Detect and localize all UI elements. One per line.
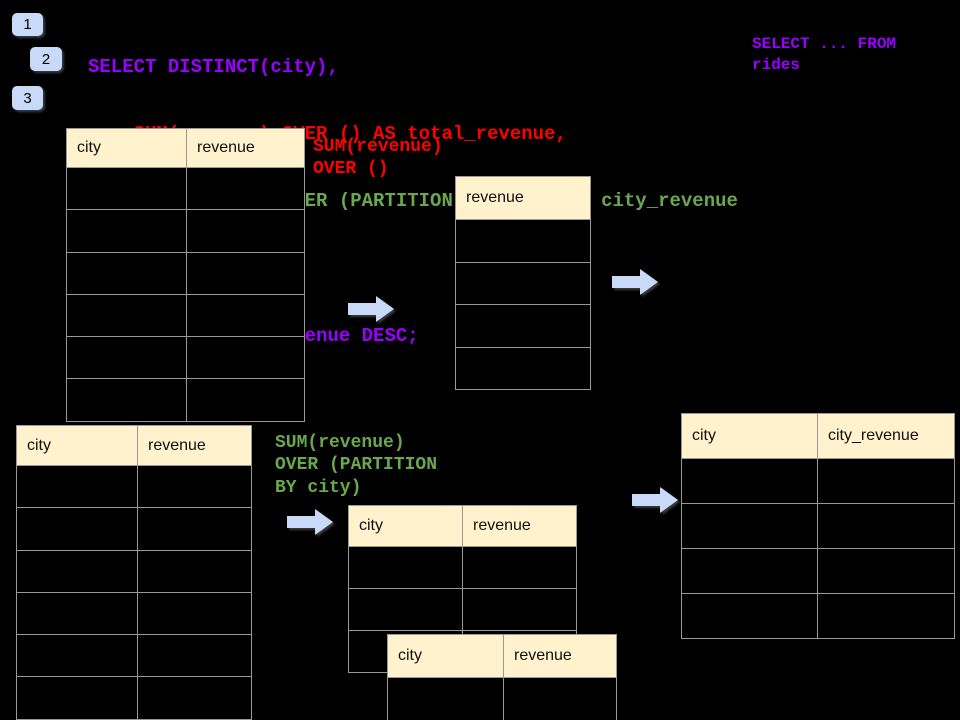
table-cell-empty: [138, 551, 251, 592]
table-cell-empty: [17, 550, 138, 592]
table-cell-empty: [67, 252, 187, 294]
table-source-bottom: city revenue: [16, 425, 252, 720]
table-row: [682, 548, 954, 593]
table-cell-empty: [67, 294, 187, 337]
table-total-revenue-result: revenue: [455, 176, 591, 390]
table-cell-empty: [349, 589, 463, 630]
step-badge-2: 2: [30, 47, 62, 71]
table-row: [682, 503, 954, 548]
table-row: [682, 593, 954, 638]
table-cell-empty: [17, 635, 138, 677]
table-source-top: city revenue: [66, 128, 305, 422]
table-cell-empty: [67, 379, 187, 421]
table-cell-empty: [187, 379, 304, 420]
table-cell-empty: [138, 593, 251, 634]
table-cell-empty: [818, 594, 954, 638]
table-cell-empty: [818, 459, 954, 503]
step-badge-1: 1: [12, 13, 43, 36]
table-row: [67, 167, 304, 210]
table-row: [17, 507, 251, 550]
column-header-city: city: [349, 506, 463, 546]
table-row: [17, 676, 251, 719]
table-cell-empty: [682, 504, 818, 548]
table-cell-empty: [138, 635, 251, 676]
step-badge-3: 3: [12, 86, 43, 110]
column-header-revenue: revenue: [466, 189, 524, 206]
arrow-right-icon: [632, 487, 678, 513]
column-header-city: city: [17, 426, 138, 465]
table-row: [67, 251, 304, 294]
table-row: [682, 458, 954, 503]
table-cell-empty: [388, 678, 504, 720]
column-header-city: city: [388, 635, 504, 677]
table-row: [67, 336, 304, 379]
table-cell-empty: [504, 678, 616, 720]
table-cell-empty: [682, 549, 818, 593]
column-header-city: city: [682, 414, 818, 458]
table-cell-empty: [67, 168, 187, 210]
table-cell-empty: [456, 348, 590, 390]
table-header-row: city revenue: [17, 426, 251, 465]
table-cell-empty: [818, 549, 954, 593]
table-row: [17, 549, 251, 592]
table-header-row: city city_revenue: [682, 414, 954, 458]
annotation-sum-over-total: SUM(revenue) OVER (): [313, 137, 443, 180]
table-city-revenue-result: city city_revenue: [681, 413, 955, 639]
table-cell-empty: [818, 504, 954, 548]
table-header-row: revenue: [456, 177, 590, 219]
table-row: [67, 293, 304, 337]
table-cell-empty: [187, 168, 304, 209]
side-note-select-from-rides: SELECT ... FROM rides: [752, 35, 897, 74]
arrow-right-icon: [287, 509, 333, 535]
table-row: [67, 378, 304, 421]
table-cell-empty: [456, 263, 590, 305]
table-cell-empty: [456, 305, 590, 347]
table-cell-empty: [187, 337, 304, 378]
column-header-city: city: [67, 129, 187, 167]
arrow-right-icon: [612, 269, 658, 295]
table-cell-empty: [187, 253, 304, 294]
table-header-row: city revenue: [388, 635, 616, 677]
table-cell-empty: [349, 547, 463, 588]
sql-line-select: SELECT DISTINCT(city),: [88, 55, 339, 78]
arrow-right-icon: [348, 296, 394, 322]
column-header-city_revenue: city_revenue: [828, 427, 919, 444]
table-partition-overlay: city revenue: [387, 634, 617, 720]
column-header-revenue: revenue: [148, 436, 206, 454]
column-header-revenue: revenue: [197, 139, 255, 156]
table-cell-empty: [463, 589, 576, 630]
table-cell-empty: [682, 594, 818, 638]
table-header-row: city revenue: [349, 506, 576, 546]
table-cell-empty: [67, 210, 187, 252]
table-cell-empty: [17, 508, 138, 550]
table-cell-empty: [138, 466, 251, 507]
table-row: [17, 591, 251, 635]
table-cell-empty: [187, 210, 304, 251]
table-row: [456, 261, 590, 305]
column-header-revenue: revenue: [473, 517, 531, 534]
table-cell-empty: [17, 677, 138, 719]
table-cell-empty: [187, 295, 304, 336]
table-row: [349, 546, 576, 588]
table-cell-empty: [17, 592, 138, 635]
table-row: [456, 219, 590, 262]
table-cell-empty: [682, 459, 818, 503]
table-cell-empty: [138, 677, 251, 718]
table-row: [67, 209, 304, 252]
table-cell-empty: [463, 547, 576, 588]
table-header-row: city revenue: [67, 129, 304, 167]
table-cell-empty: [138, 508, 251, 549]
annotation-sum-over-partition: SUM(revenue) OVER (PARTITION BY city): [275, 433, 438, 498]
table-row: [17, 465, 251, 508]
table-cell-empty: [17, 466, 138, 508]
table-cell-empty: [67, 337, 187, 379]
table-row: [456, 304, 590, 347]
column-header-revenue: revenue: [514, 647, 572, 664]
table-cell-empty: [456, 220, 590, 262]
table-row: [349, 588, 576, 630]
table-row: [17, 634, 251, 677]
table-row: [388, 677, 616, 720]
table-row: [456, 346, 590, 390]
